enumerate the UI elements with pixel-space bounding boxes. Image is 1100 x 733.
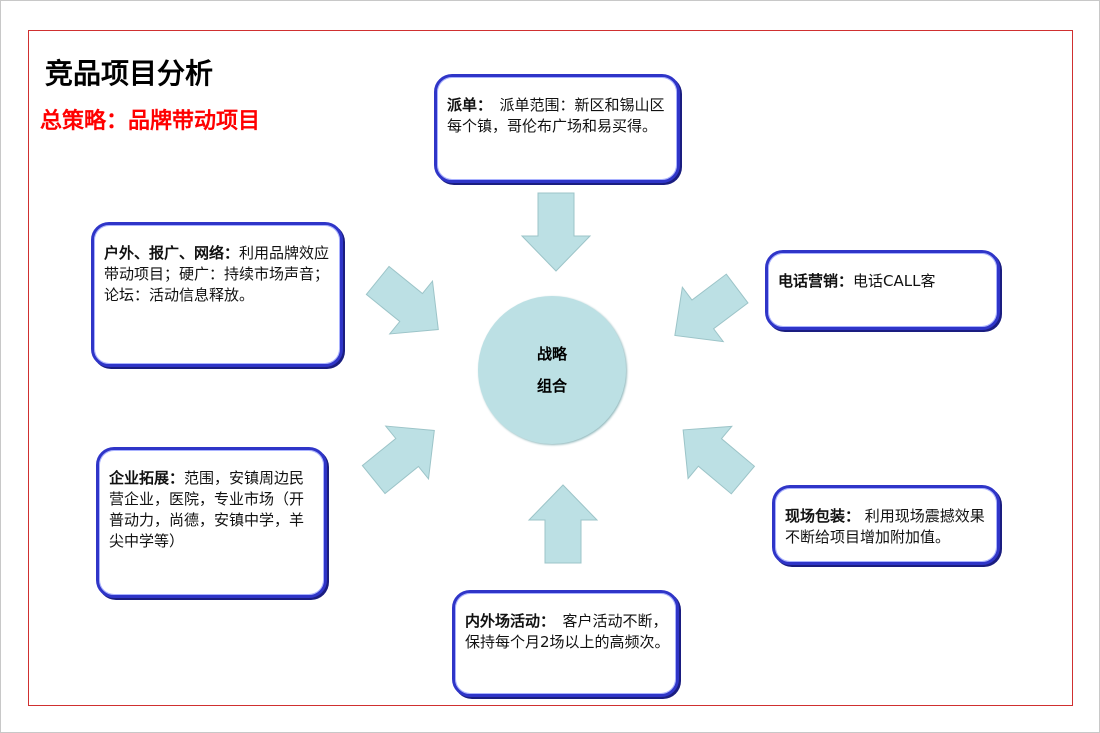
box-text: 利用现场震撼效果不断给项目增加附加值。 <box>785 507 985 546</box>
box-label: 企业拓展： <box>109 469 185 487</box>
box-onsite-packaging: 现场包装： 利用现场震撼效果不断给项目增加附加值。 <box>772 485 1000 565</box>
box-label: 电话营销： <box>778 272 854 290</box>
arrow-from-bottom-right <box>660 403 766 507</box>
arrow-from-top-left <box>355 253 461 357</box>
box-label: 内外场活动： <box>465 612 548 630</box>
content-frame <box>28 30 1073 706</box>
arrow-up-from-bottom <box>528 484 598 564</box>
box-outdoor-media: 户外、报广、网络：利用品牌效应带动项目；硬广：持续市场声音；论坛：活动信息释放。 <box>91 222 343 367</box>
box-text: 范围，安镇周边民营企业，医院，专业市场（开普动力，尚德，安镇中学，羊尖中学等） <box>109 469 305 550</box>
box-label: 现场包装： <box>785 507 861 525</box>
strategy-combination-circle: 战略 组合 <box>478 296 626 444</box>
box-text: 客户活动不断，保持每个月2场以上的高频次。 <box>465 612 670 651</box>
page-title: 竞品项目分析 <box>45 57 214 90</box>
box-label: 户外、报广、网络： <box>104 244 240 262</box>
box-text: 利用品牌效应带动项目；硬广：持续市场声音；论坛：活动信息释放。 <box>104 244 330 304</box>
box-events: 内外场活动： 客户活动不断，保持每个月2场以上的高频次。 <box>452 590 679 697</box>
strategy-subtitle: 总策略：品牌带动项目 <box>40 109 261 134</box>
center-line-2: 组合 <box>536 377 567 395</box>
arrow-down-from-top <box>521 192 591 272</box>
box-enterprise-expansion: 企业拓展：范围，安镇周边民营企业，医院，专业市场（开普动力，尚德，安镇中学，羊尖… <box>96 447 327 598</box>
box-text: 电话CALL客 <box>853 272 936 290</box>
arrow-from-top-right <box>653 260 759 364</box>
box-text: 派单范围：新区和锡山区每个镇，哥伦布广场和易买得。 <box>447 96 665 135</box>
box-label: 派单： <box>447 96 485 114</box>
box-telemarketing: 电话营销：电话CALL客 <box>765 250 1000 330</box>
center-line-1: 战略 <box>536 345 567 363</box>
box-leaflets: 派单： 派单范围：新区和锡山区每个镇，哥伦布广场和易买得。 <box>434 74 680 183</box>
arrow-from-bottom-left <box>351 403 457 507</box>
